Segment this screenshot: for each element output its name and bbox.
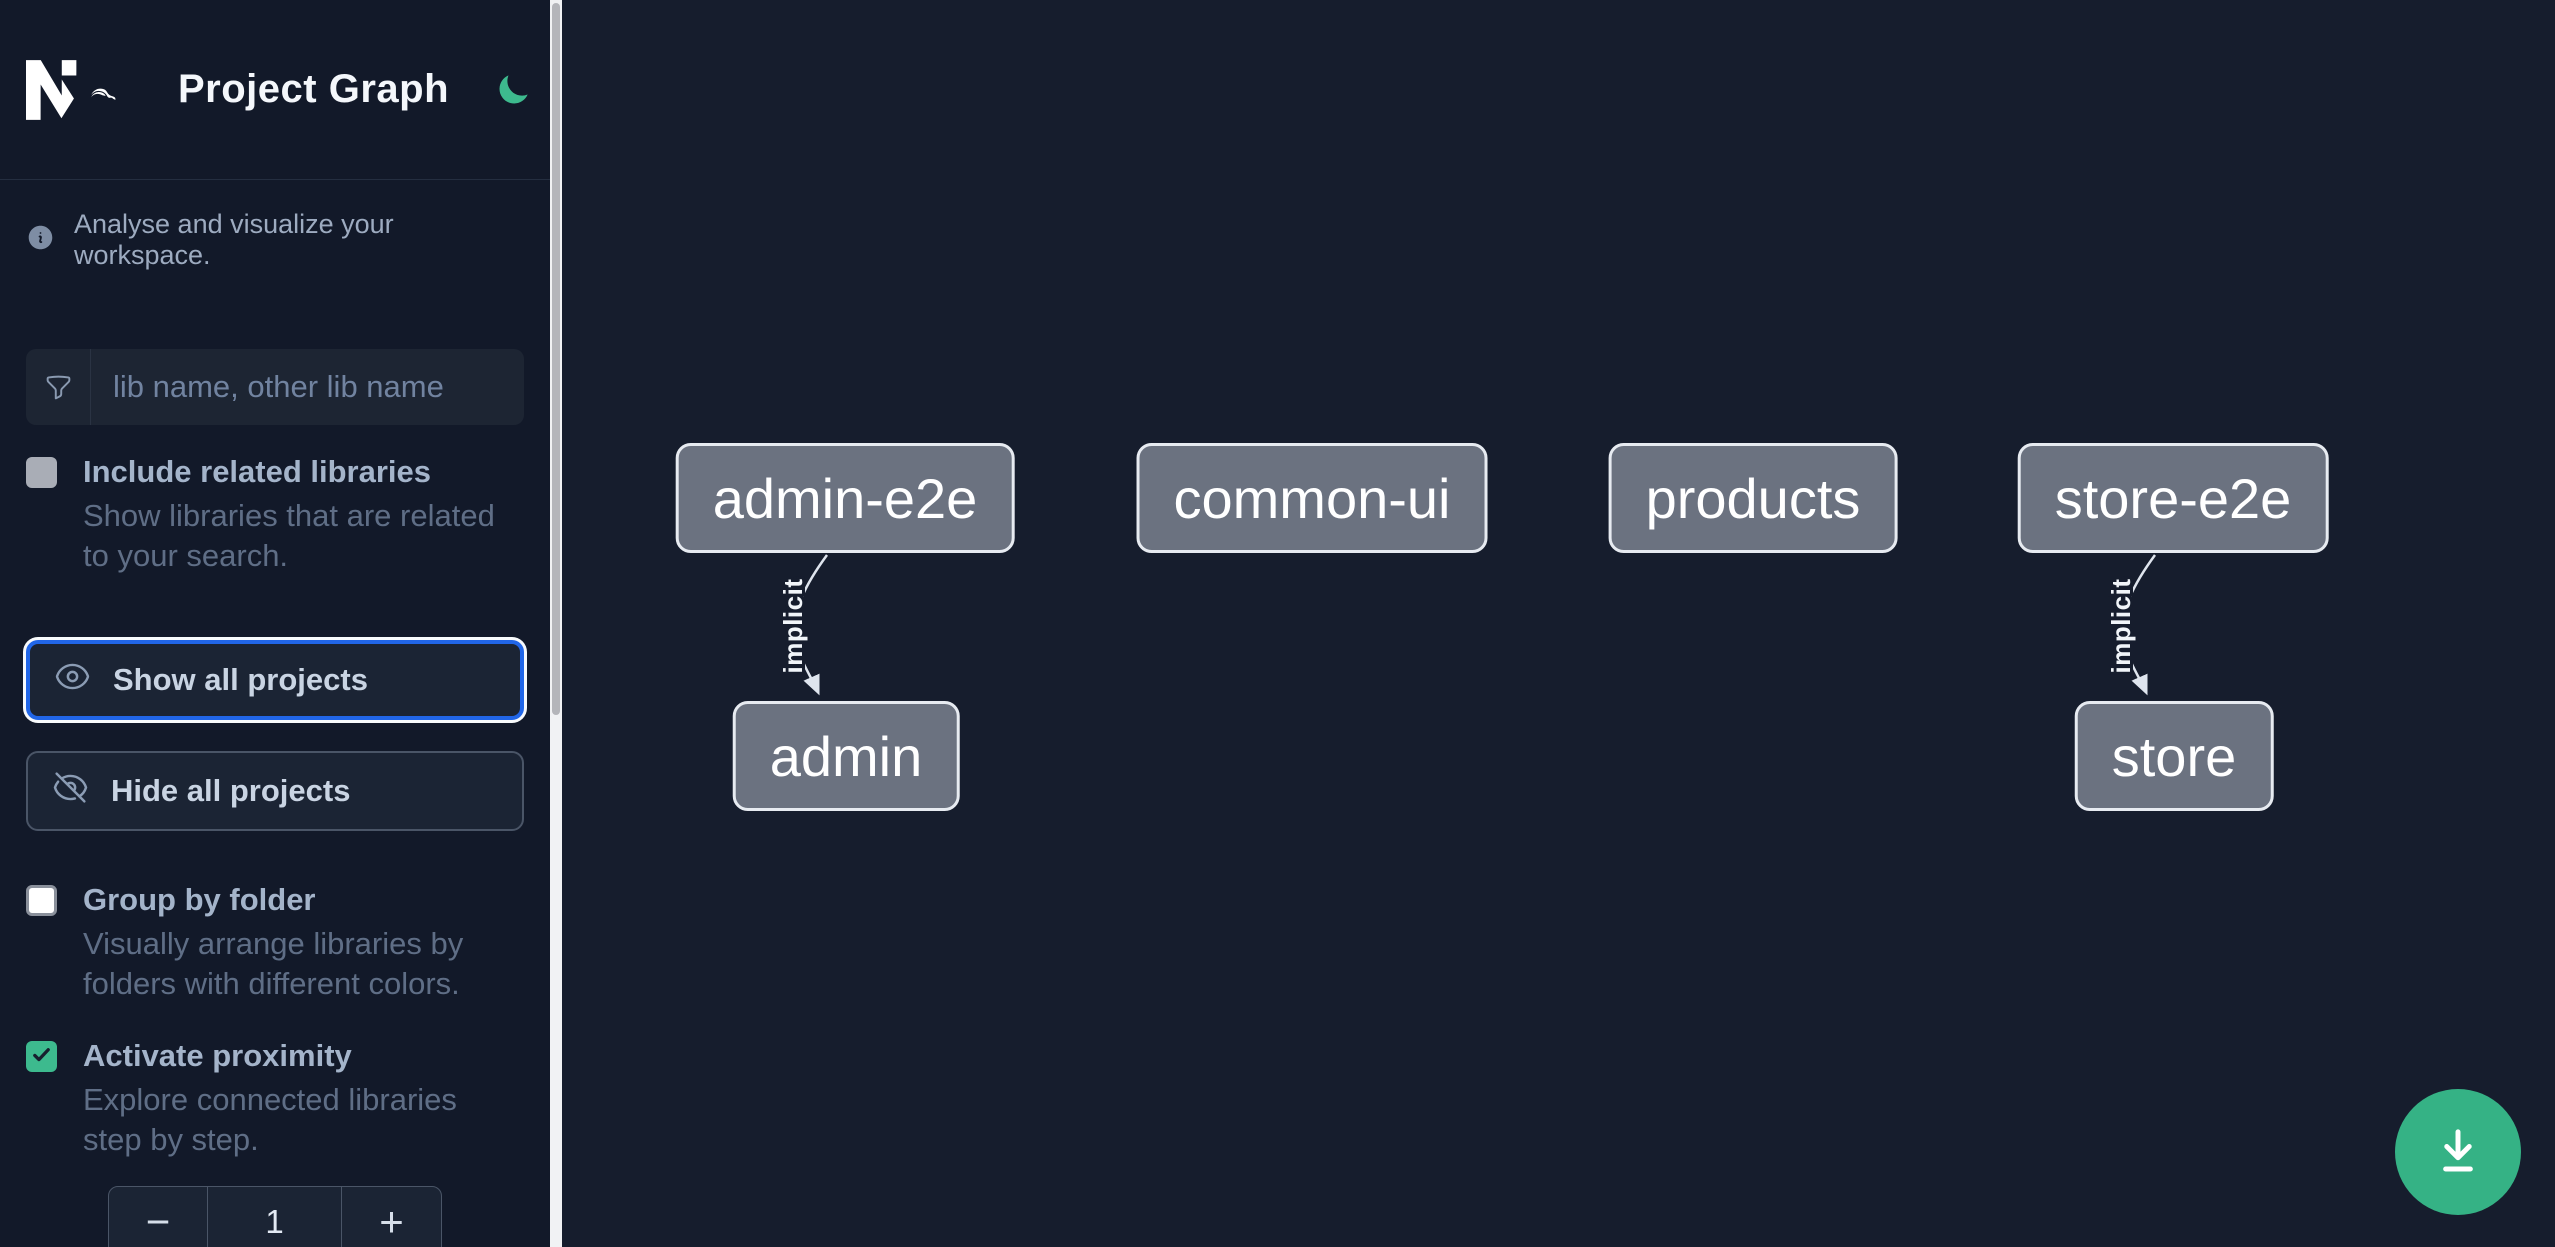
hide-all-projects-label: Hide all projects: [111, 773, 351, 808]
toggle-label: Activate proximity: [83, 1038, 352, 1073]
toggle-text: Activate proximity Explore connected lib…: [83, 1038, 524, 1160]
sidebar: Project Graph Analyse and visualize your…: [0, 0, 562, 1247]
show-all-projects-button[interactable]: Show all projects: [26, 640, 524, 720]
graph-edge-store-e2e-store[interactable]: [2121, 554, 2157, 696]
graph-edge-admin-e2e-admin[interactable]: [793, 554, 829, 696]
toggle-group-by-folder: Group by folder Visually arrange librari…: [26, 882, 524, 1004]
graph-node-admin[interactable]: admin: [732, 701, 960, 811]
page-title: Project Graph: [178, 67, 450, 111]
checkbox-activate-proximity[interactable]: [26, 1041, 57, 1072]
hide-all-projects-button[interactable]: Hide all projects: [26, 751, 524, 831]
stepper-decrement-button[interactable]: −: [109, 1187, 208, 1247]
stepper-value[interactable]: 1: [265, 1203, 284, 1240]
sidebar-scrollbar-thumb[interactable]: [552, 3, 560, 715]
show-all-projects-label: Show all projects: [113, 662, 368, 697]
theme-toggle-button[interactable]: [495, 72, 531, 108]
sidebar-scrollbar-track: [550, 0, 562, 1247]
check-icon: [30, 1043, 53, 1071]
eye-icon: [54, 658, 91, 703]
moon-icon: [495, 74, 531, 111]
toggle-text: Group by folder Visually arrange librari…: [83, 882, 524, 1004]
edge-label-implicit: implicit: [2106, 578, 2136, 673]
nx-logo-icon: [26, 42, 122, 138]
sidebar-header: Project Graph: [0, 0, 550, 180]
sidebar-content: Project Graph Analyse and visualize your…: [0, 0, 550, 1247]
sidebar-body: Analyse and visualize your workspace. In…: [0, 209, 550, 1247]
tagline-text: Analyse and visualize your workspace.: [74, 209, 394, 270]
filter-field: [26, 349, 524, 425]
download-icon: [2431, 1124, 2485, 1181]
graph-node-products[interactable]: products: [1608, 443, 1898, 553]
graph-node-store-e2e[interactable]: store-e2e: [2017, 443, 2329, 553]
info-icon: [26, 223, 55, 257]
edge-label-implicit: implicit: [778, 578, 808, 673]
toggle-activate-proximity: Activate proximity Explore connected lib…: [26, 1038, 524, 1160]
checkbox-include-related[interactable]: [26, 457, 57, 488]
toggle-label: Group by folder: [83, 882, 316, 917]
toggle-description: Explore connected libraries step by step…: [83, 1082, 457, 1157]
graph-edges: implicit implicit: [775, 554, 2157, 696]
toggle-description: Visually arrange libraries by folders wi…: [83, 926, 464, 1001]
graph-node-common-ui[interactable]: common-ui: [1136, 443, 1488, 553]
toggle-description: Show libraries that are related to your …: [83, 498, 495, 573]
download-graph-button[interactable]: [2395, 1089, 2521, 1215]
filter-input[interactable]: [91, 349, 524, 425]
toggle-include-related: Include related libraries Show libraries…: [26, 454, 524, 576]
funnel-icon: [26, 349, 91, 425]
graph-node-store[interactable]: store: [2074, 701, 2274, 811]
toggle-text: Include related libraries Show libraries…: [83, 454, 524, 576]
proximity-depth-stepper: − 1 +: [108, 1186, 442, 1247]
graph-node-admin-e2e[interactable]: admin-e2e: [675, 443, 1015, 553]
eye-slash-icon: [52, 769, 89, 814]
stepper-increment-button[interactable]: +: [341, 1187, 441, 1247]
tagline-row: Analyse and visualize your workspace.: [26, 209, 524, 271]
checkbox-group-by-folder[interactable]: [26, 885, 57, 916]
graph-canvas[interactable]: implicit implicit admin-e2e common-ui produ…: [562, 0, 2555, 1247]
toggle-label: Include related libraries: [83, 454, 432, 489]
